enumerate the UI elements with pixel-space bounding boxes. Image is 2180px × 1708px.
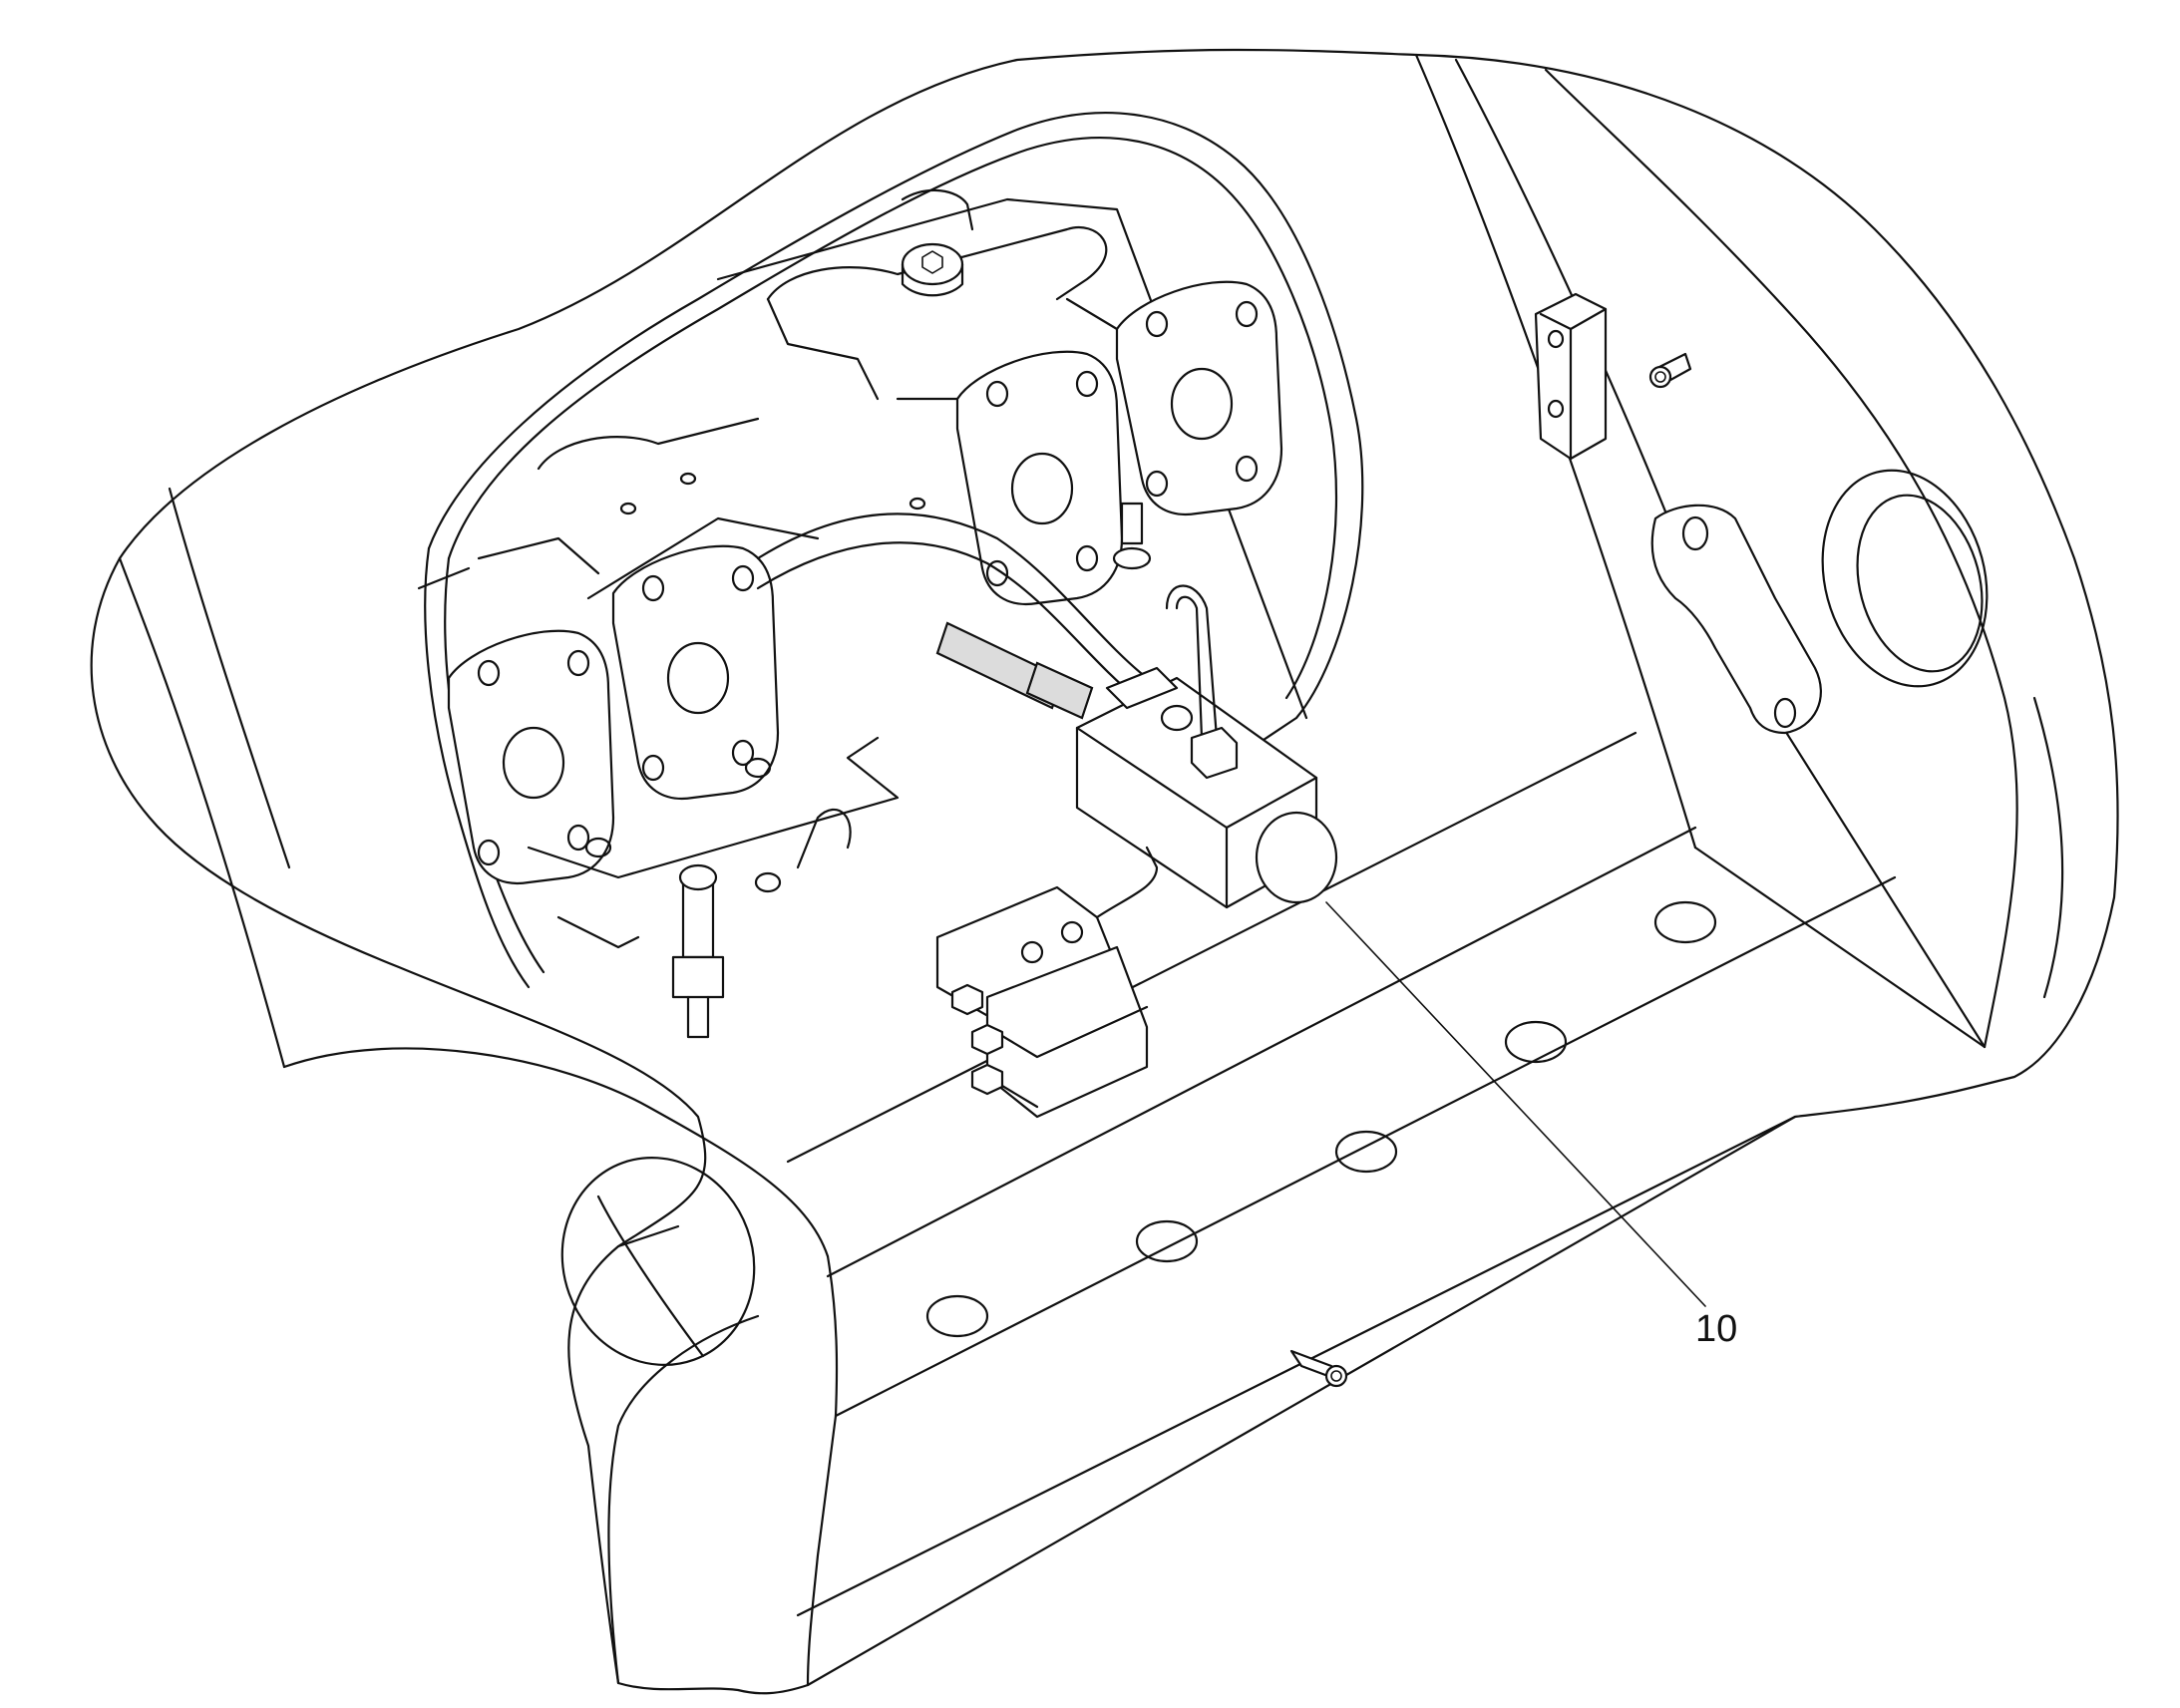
- callout-10-label: 10: [1695, 1308, 1737, 1350]
- pressure-manifold: [935, 846, 1159, 1119]
- pin-bore-right: [1821, 469, 1989, 688]
- callout-10-leader: [1325, 901, 1706, 1307]
- side-bracket: [1650, 504, 1822, 735]
- flange-lower-left: [447, 629, 615, 885]
- flange-upper-middle: [955, 350, 1124, 606]
- pin-bore-left: [560, 1157, 756, 1366]
- hydraulic-hose: [756, 512, 1149, 720]
- front-plate-holes: [925, 900, 1717, 1338]
- spacer-bushing: [1648, 352, 1692, 389]
- coupler-housing: [90, 48, 2119, 1695]
- cap-screw: [901, 242, 964, 297]
- stop-block: [1534, 292, 1608, 461]
- tube-clamps: [417, 188, 1119, 590]
- callout-10: 10: [1325, 901, 1737, 1350]
- flange-lower-middle: [611, 544, 780, 801]
- flange-upper-right: [1115, 280, 1283, 516]
- small-bolt: [1112, 502, 1152, 570]
- pressure-fitting: [671, 863, 725, 1039]
- valve-block: [1075, 584, 1338, 909]
- lock-pin: [1289, 1349, 1348, 1388]
- inner-base-plate: [527, 472, 926, 949]
